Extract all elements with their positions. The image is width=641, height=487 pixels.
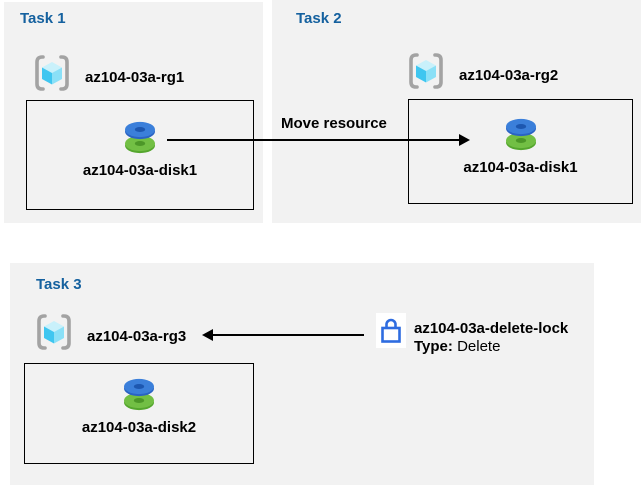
lock-icon xyxy=(379,317,403,344)
move-arrow-line xyxy=(167,139,460,141)
disk-name: az104-03a-disk1 xyxy=(463,159,578,176)
task2-panel: Task 2 az104-03a-rg2 xyxy=(272,0,641,223)
disk-name: az104-03a-disk2 xyxy=(81,419,197,436)
task3-title: Task 3 xyxy=(36,276,82,293)
task2-title: Task 2 xyxy=(296,10,342,27)
task1-resource-box: az104-03a-disk1 xyxy=(26,100,254,210)
task1-resource-group: az104-03a-rg1 xyxy=(33,53,184,93)
disk-icon xyxy=(119,375,159,413)
disk-icon xyxy=(501,115,541,153)
lock-text: az104-03a-delete-lock Type: Delete xyxy=(414,313,568,356)
task3-panel: Task 3 az104-03a-rg3 xyxy=(10,263,594,485)
move-resource-label: Move resource xyxy=(281,115,387,132)
delete-lock-block: az104-03a-delete-lock Type: Delete xyxy=(376,313,568,356)
resource-group-icon xyxy=(35,312,73,352)
task3-resource-group: az104-03a-rg3 xyxy=(35,312,186,352)
task1-title: Task 1 xyxy=(20,10,66,27)
lock-name: az104-03a-delete-lock xyxy=(414,320,569,337)
lock-arrow-line xyxy=(212,334,364,336)
disk-icon xyxy=(120,118,160,156)
lock-type-label: Type: xyxy=(414,338,453,355)
arrow-left-icon xyxy=(202,329,213,341)
task2-resource-box: az104-03a-disk1 xyxy=(408,99,633,204)
resource-group-name: az104-03a-rg1 xyxy=(85,68,185,86)
lock-tile xyxy=(376,313,406,348)
task1-panel: Task 1 az104-03a-rg1 xyxy=(4,2,263,223)
resource-group-icon xyxy=(407,51,445,91)
task3-resource-box: az104-03a-disk2 xyxy=(24,363,254,464)
resource-group-name: az104-03a-rg3 xyxy=(87,327,187,345)
lock-type-value: Delete xyxy=(457,338,501,355)
resource-group-icon xyxy=(33,53,71,93)
disk-name: az104-03a-disk1 xyxy=(82,162,198,179)
arrow-right-icon xyxy=(459,134,470,146)
task2-resource-group: az104-03a-rg2 xyxy=(407,51,558,91)
resource-group-name: az104-03a-rg2 xyxy=(459,66,559,84)
